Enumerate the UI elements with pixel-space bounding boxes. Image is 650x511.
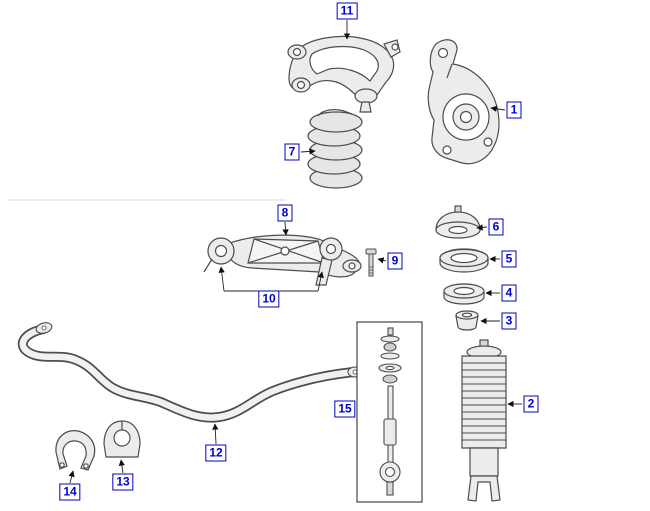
callout-jounce-bumper[interactable]: 3 (501, 312, 517, 330)
jounce-bumper (455, 310, 479, 331)
callout-stabilizer-bar[interactable]: 12 (205, 444, 227, 462)
callout-stabilizer-bushing[interactable]: 13 (112, 473, 134, 491)
steering-knuckle (427, 39, 500, 165)
upper-control-arm (287, 35, 401, 113)
callout-upper-control-arm[interactable]: 11 (336, 2, 358, 20)
coil-spring (307, 109, 363, 189)
callout-stabilizer-bracket[interactable]: 14 (59, 483, 81, 501)
stabilizer-bushing (103, 420, 141, 458)
spring-isolator (443, 283, 485, 305)
callout-bolt[interactable]: 9 (387, 252, 403, 270)
lower-control-arm (203, 234, 362, 286)
callout-lower-control-arm[interactable]: 8 (277, 204, 293, 222)
callout-lower-control-arm-mounts[interactable]: 10 (258, 290, 280, 308)
stabilizer-bracket (55, 430, 96, 471)
air-spring-strut (461, 339, 507, 502)
spring-seat (439, 248, 489, 273)
shock-absorber-kit (356, 321, 423, 503)
leader-lines (68, 20, 522, 484)
callout-shock-absorber-kit[interactable]: 15 (334, 400, 356, 418)
callout-spring-isolator[interactable]: 4 (501, 284, 517, 302)
callout-upper-mount[interactable]: 6 (488, 218, 504, 236)
callout-air-spring-strut[interactable]: 2 (523, 395, 539, 413)
callout-steering-knuckle[interactable]: 1 (506, 101, 522, 119)
callout-coil-spring[interactable]: 7 (284, 143, 300, 161)
callout-spring-seat[interactable]: 5 (501, 250, 517, 268)
bolt (365, 248, 377, 277)
